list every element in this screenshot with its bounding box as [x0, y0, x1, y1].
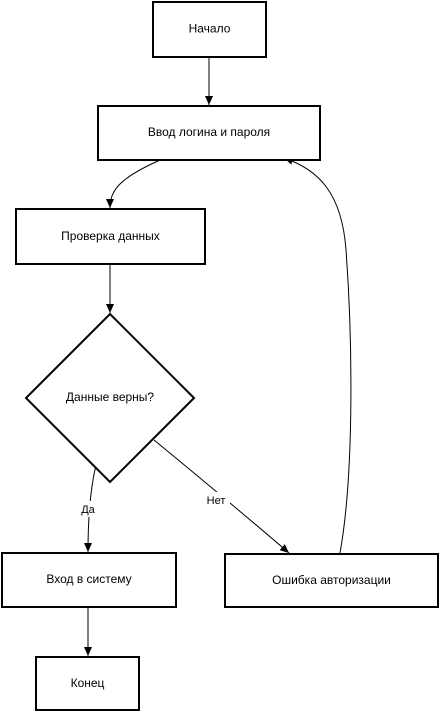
node-check-label: Проверка данных: [61, 229, 160, 243]
node-start: Начало: [152, 1, 267, 58]
node-decision: Данные верны?: [24, 312, 196, 484]
edge-label-yes-text: Да: [81, 504, 95, 516]
node-check: Проверка данных: [15, 208, 206, 265]
edge-label-yes: Да: [77, 501, 99, 517]
node-login-input: Ввод логина и пароля: [97, 105, 321, 161]
edge-error-to-login: [283, 157, 352, 554]
node-start-label: Начало: [189, 22, 231, 36]
node-end-label: Конец: [71, 676, 105, 690]
node-decision-label: Данные верны?: [66, 390, 155, 404]
node-enter: Вход в систему: [1, 552, 177, 608]
edge-label-no-text: Нет: [207, 495, 226, 507]
node-error: Ошибка авторизации: [224, 553, 439, 608]
node-end: Конец: [35, 656, 140, 711]
node-enter-label: Вход в систему: [46, 572, 131, 586]
edge-login-to-check: [106, 159, 161, 209]
edge-label-no: Нет: [202, 492, 230, 508]
node-error-label: Ошибка авторизации: [272, 573, 391, 587]
node-login-input-label: Ввод логина и пароля: [148, 125, 270, 139]
